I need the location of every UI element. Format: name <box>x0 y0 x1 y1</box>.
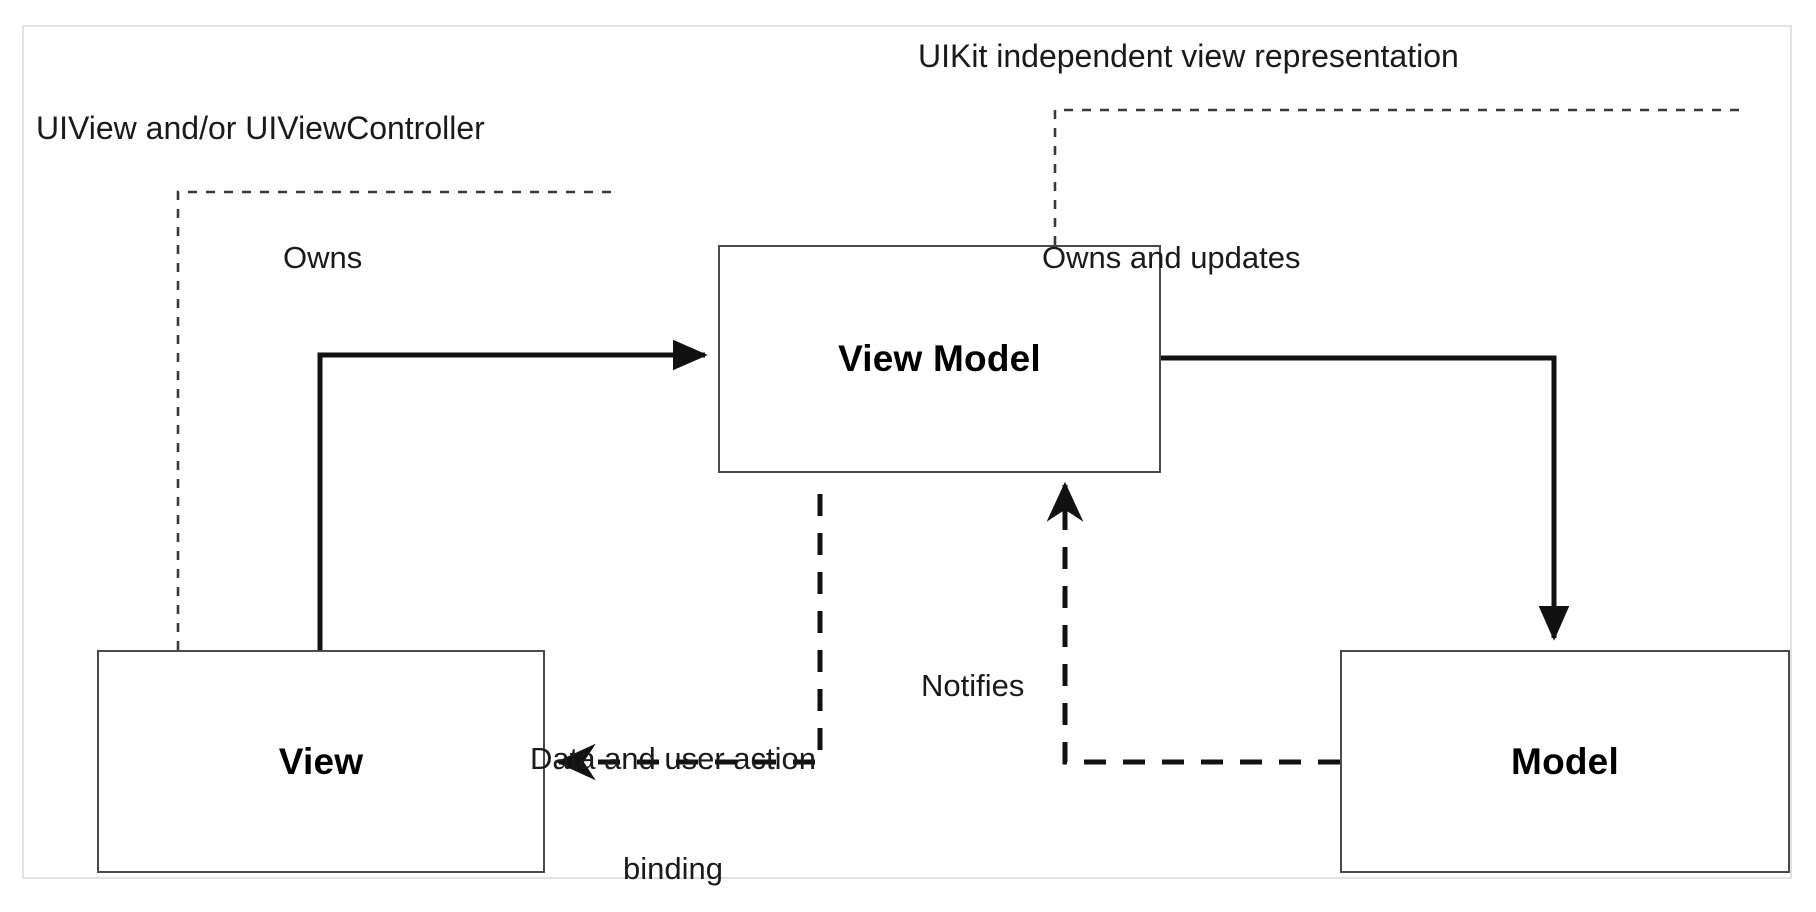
node-view[interactable]: View <box>97 650 545 873</box>
node-model-label: Model <box>1511 740 1619 782</box>
callout-uikit-line <box>1053 108 1745 245</box>
edge-label-data-binding-line2: binding <box>623 850 723 886</box>
edge-notifies-line <box>1046 481 1340 765</box>
edge-label-owns-and-updates: Owns and updates <box>1042 240 1301 275</box>
edge-owns-line <box>317 339 708 650</box>
edge-label-owns: Owns <box>283 240 363 275</box>
callout-label-uikit: UIKit independent view representation <box>918 38 1459 74</box>
node-model[interactable]: Model <box>1340 650 1790 873</box>
edge-data-binding-line <box>555 485 823 781</box>
node-view-model-label: View Model <box>838 338 1041 379</box>
edge-label-data-binding-line1: Data and user action <box>529 741 817 777</box>
edge-label-data-binding: Data and user action binding <box>508 668 838 912</box>
edge-owns-and-updates-line <box>1161 355 1570 641</box>
node-view-model[interactable]: View Model <box>718 245 1161 473</box>
edge-label-notifies: Notifies <box>921 668 1025 703</box>
callout-label-uiview: UIView and/or UIViewController <box>36 110 485 146</box>
callout-uiview-line <box>176 190 613 650</box>
node-view-label: View <box>278 740 364 782</box>
